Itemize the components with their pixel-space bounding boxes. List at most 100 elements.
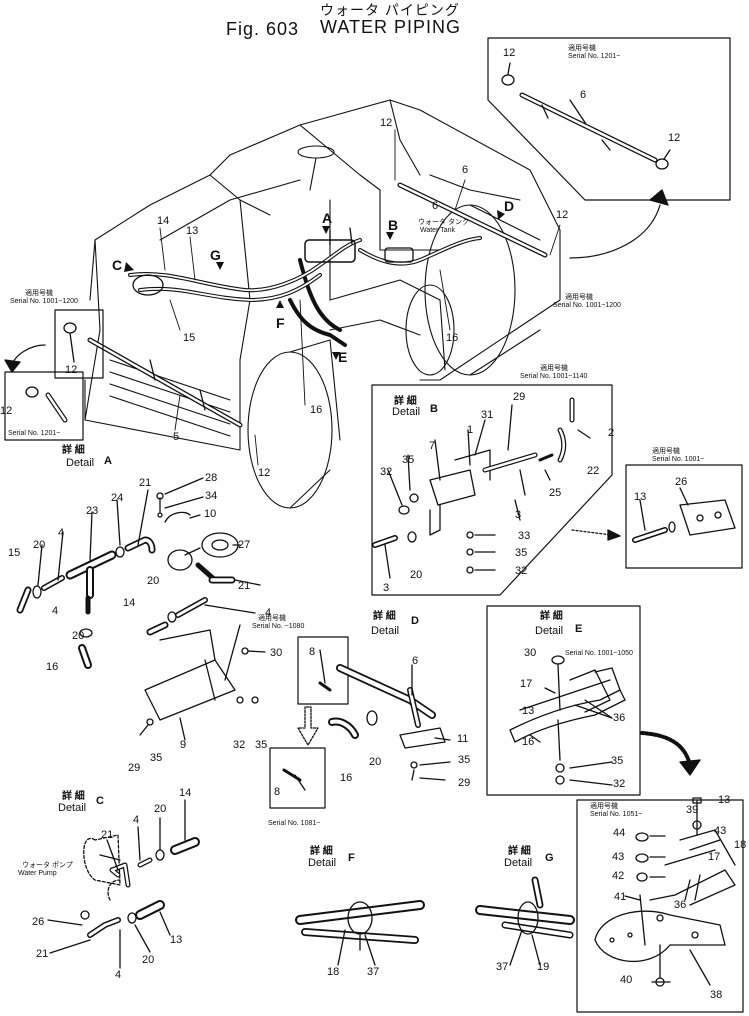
detail-a-letter: A — [104, 455, 112, 467]
water-pump-label-jp: ウォータ ポンプ — [22, 862, 73, 869]
callout-detail-a-24: 24 — [111, 492, 124, 504]
callout-detail-c-21: 21 — [101, 829, 114, 841]
detail-b-title: Detail — [392, 406, 421, 418]
callout-detail-a-21: 21 — [238, 580, 251, 592]
inset-top-right — [487, 37, 731, 201]
callout-detail-c-4: 4 — [115, 969, 122, 981]
callout-detail-a-14: 14 — [123, 597, 136, 609]
callout-main-16: 16 — [310, 404, 323, 416]
callout-detail-a-30: 30 — [270, 647, 283, 659]
detail-e-letter: E — [575, 623, 583, 635]
callout-main-6: 6 — [462, 164, 469, 176]
main-water-pipe — [87, 337, 243, 428]
callout-main-14: 14 — [157, 215, 170, 227]
callout-top-inset-12: 12 — [668, 132, 681, 144]
serial-note-left-jp: 適用号機 — [25, 290, 53, 297]
callout-top-inset-6: 6 — [580, 89, 587, 101]
callout-detail-c-14: 14 — [179, 787, 192, 799]
view-letter-c: C — [112, 257, 123, 273]
water-pump-label: Water Pump — [18, 870, 57, 877]
serial-note-detail-b-right: Serial No. 1001~ — [652, 456, 705, 463]
callout-detail-e-lower-43: 43 — [714, 825, 727, 837]
callout-detail-e-lower-41: 41 — [614, 891, 627, 903]
detail-f-title: Detail — [308, 857, 337, 869]
callout-detail-c-21: 21 — [36, 948, 49, 960]
callout-detail-a-23: 23 — [86, 505, 99, 517]
serial-note-detail-e: Serial No. 1001~1050 — [565, 650, 633, 657]
detail-b-letter: B — [430, 403, 438, 415]
callout-detail-b-29: 29 — [513, 391, 526, 403]
detail-e-title: Detail — [535, 625, 564, 637]
callout-detail-e-lower-40: 40 — [620, 974, 633, 986]
callout-detail-c-4: 4 — [133, 814, 140, 826]
detail-c-title: Detail — [58, 802, 87, 814]
serial-note-top-right: Serial No. 1201~ — [568, 53, 621, 60]
detail-b-jp: 詳 細 — [394, 396, 417, 407]
detail-f-parts — [295, 900, 425, 966]
callout-detail-b-25: 25 — [549, 487, 562, 499]
callout-detail-a-4: 4 — [58, 527, 65, 539]
callout-detail-b-35: 35 — [402, 454, 415, 466]
callout-detail-b-7: 7 — [429, 440, 436, 452]
serial-note-detail-e-lower: Serial No. 1051~ — [590, 811, 643, 818]
detail-g-title: Detail — [504, 857, 533, 869]
serial-note-detail-b-jp: 適用号機 — [540, 365, 568, 372]
callout-detail-c-20: 20 — [142, 954, 155, 966]
callout-detail-a-28: 28 — [205, 472, 218, 484]
rear-water-pipe — [397, 182, 548, 258]
serial-note-mid-right-jp: 適用号機 — [565, 294, 593, 301]
callout-detail-c-26: 26 — [32, 916, 45, 928]
detail-c-parts — [47, 799, 200, 969]
callout-detail-a-20: 20 — [33, 539, 46, 551]
view-letter-g: G — [210, 247, 221, 263]
callout-detail-e-32: 32 — [613, 778, 626, 790]
callout-detail-a-10: 10 — [204, 508, 217, 520]
callout-detail-a-21: 21 — [139, 477, 152, 489]
view-letter-a: A — [322, 210, 333, 226]
callout-detail-d-11: 11 — [457, 733, 469, 745]
callout-main-6: 6 — [432, 200, 439, 212]
serial-note-detail-e-lower-jp: 適用号機 — [590, 803, 618, 810]
callout-left-inset-12: 12 — [0, 405, 13, 417]
callout-detail-a-4: 4 — [52, 605, 59, 617]
serial-note-left-lower: Serial No. 1201~ — [8, 430, 61, 437]
callout-detail-f-37: 37 — [367, 966, 380, 978]
serial-note-top-right-jp: 適用号機 — [568, 45, 596, 52]
serial-note-detail-d-lower: Serial No. 1081~ — [268, 820, 321, 827]
figure-title: WATER PIPING — [320, 17, 462, 37]
callout-detail-d-20: 20 — [369, 756, 382, 768]
callout-detail-g-37: 37 — [496, 961, 509, 973]
detail-e-box — [486, 605, 641, 796]
detail-d-letter: D — [411, 615, 419, 627]
detail-c-letter: C — [96, 795, 104, 807]
callout-detail-d-35: 35 — [458, 754, 471, 766]
serial-note-detail-d-jp: 適用号機 — [258, 615, 286, 622]
callout-main-12: 12 — [258, 467, 271, 479]
callout-main-12: 12 — [556, 209, 569, 221]
serial-note-left: Serial No. 1001~1200 — [10, 298, 78, 305]
callout-detail-a-32: 32 — [233, 739, 246, 751]
callout-detail-b-1: 1 — [467, 424, 474, 436]
callout-detail-e-lower-38: 38 — [710, 989, 723, 1001]
title-japanese: ウォータ パイピング — [320, 2, 460, 18]
water-tank-label: Water Tank — [420, 227, 456, 234]
detail-b-inset — [625, 464, 743, 569]
callout-detail-a-16: 16 — [46, 661, 59, 673]
callout-detail-b-3: 3 — [383, 582, 390, 594]
serial-note-detail-b: Serial No. 1001~1140 — [520, 373, 588, 380]
callout-detail-c-20: 20 — [154, 803, 167, 815]
callout-detail-e-lower-42: 42 — [612, 870, 625, 882]
detail-f-jp: 詳 細 — [310, 846, 333, 857]
serial-note-detail-b-right-jp: 適用号機 — [652, 448, 680, 455]
callout-detail-e-13: 13 — [522, 705, 535, 717]
callout-detail-d-8: 8 — [274, 786, 281, 798]
callout-main-5: 5 — [173, 431, 180, 443]
callout-detail-e-lower-13: 13 — [718, 794, 731, 806]
callout-detail-f-18: 18 — [327, 966, 340, 978]
view-letter-e: E — [338, 349, 348, 365]
detail-g-jp: 詳 細 — [508, 846, 531, 857]
water-tank-label-jp: ウォータ タンク — [418, 219, 469, 226]
detail-d-parts — [269, 636, 451, 809]
callout-detail-b-20: 20 — [410, 569, 423, 581]
